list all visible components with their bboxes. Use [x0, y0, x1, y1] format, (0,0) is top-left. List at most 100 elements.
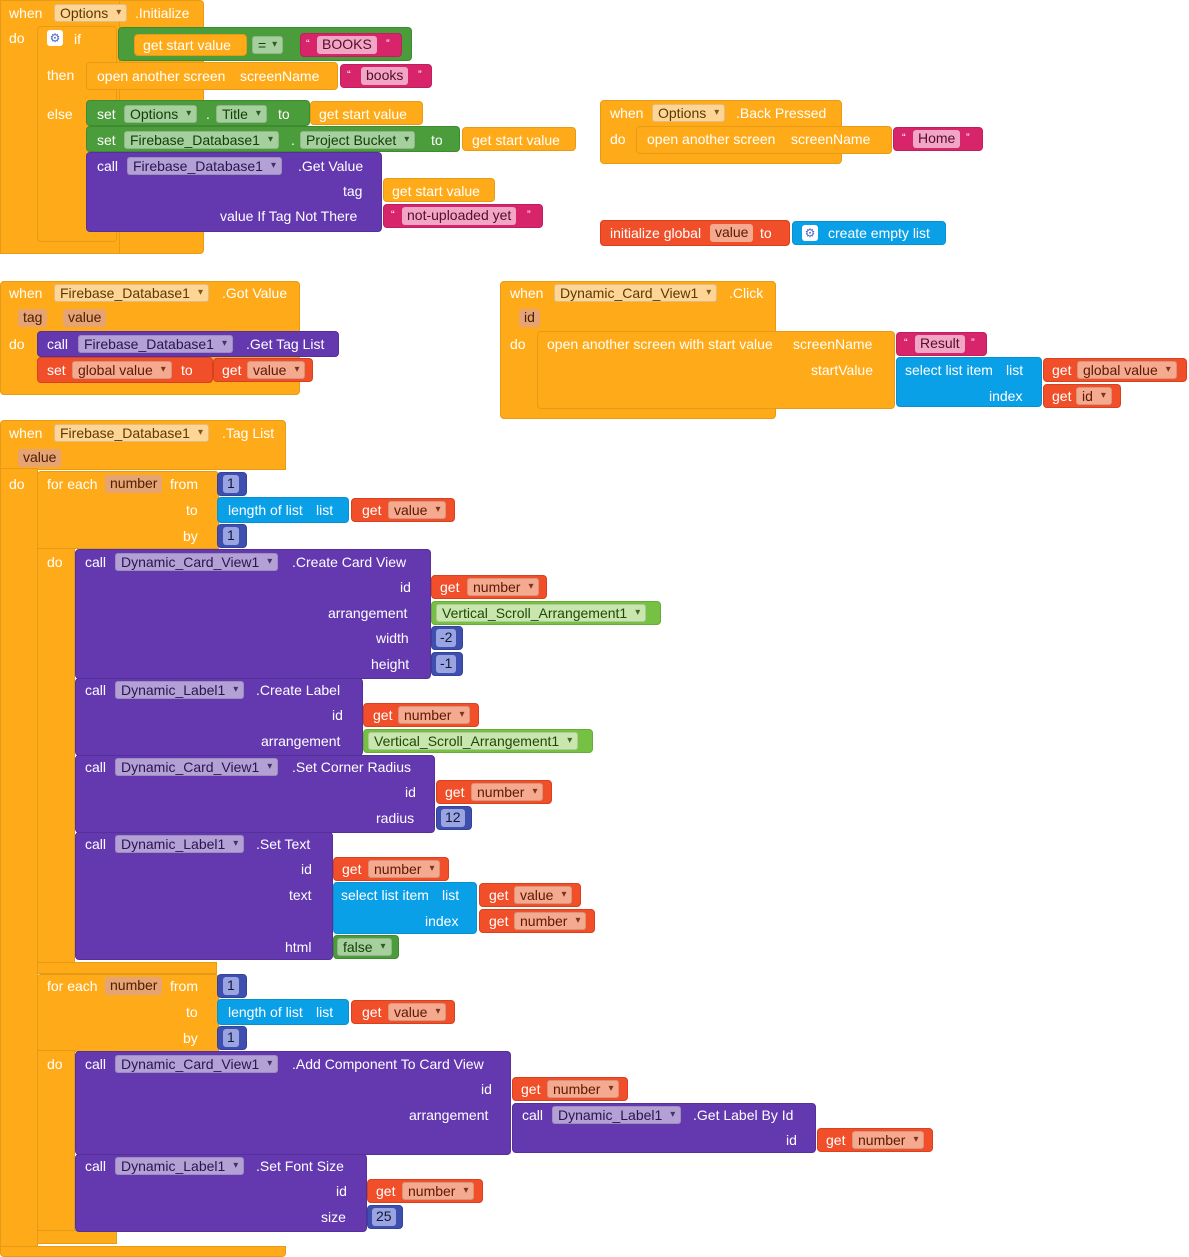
get-keyword: get: [373, 707, 393, 723]
for-each-label: for each: [47, 476, 98, 492]
number-var-dropdown[interactable]: number: [547, 1080, 620, 1098]
books-text[interactable]: books: [361, 67, 409, 85]
number-value[interactable]: 1: [223, 977, 239, 995]
value-var-dropdown[interactable]: value: [388, 1003, 447, 1021]
index-label: index: [425, 913, 459, 929]
tag-param[interactable]: tag: [18, 309, 48, 327]
mutator-gear-icon[interactable]: ⚙: [47, 30, 63, 46]
do-keyword: do: [9, 30, 25, 46]
length-of-list-block[interactable]: [217, 497, 349, 523]
value-var-dropdown[interactable]: value: [388, 501, 447, 519]
get-tag-list-method-label: .Get Tag List: [246, 336, 325, 352]
get-keyword: get: [362, 1004, 382, 1020]
dot: .: [206, 106, 210, 122]
global-value-dropdown[interactable]: global value: [72, 361, 172, 379]
global-value-dropdown[interactable]: global value: [1077, 361, 1177, 379]
value-param[interactable]: value: [18, 449, 62, 467]
set-options-title-block[interactable]: [86, 100, 310, 126]
not-uploaded-text[interactable]: not-uploaded yet: [402, 207, 517, 225]
screenname-label: screenName: [240, 68, 320, 84]
label-component-dropdown[interactable]: Dynamic_Label1: [115, 835, 245, 853]
get-start-value-block[interactable]: [134, 34, 247, 56]
value-var-dropdown[interactable]: value: [514, 886, 573, 904]
label-component-dropdown[interactable]: Dynamic_Label1: [115, 1157, 245, 1175]
select-list-item-block[interactable]: [333, 882, 477, 934]
firebase-dropdown[interactable]: Firebase_Database1: [78, 335, 233, 353]
card-view-dropdown[interactable]: Dynamic_Card_View1: [115, 758, 279, 776]
number-loop-var[interactable]: number: [105, 977, 163, 995]
home-text[interactable]: Home: [913, 130, 961, 148]
project-bucket-dropdown[interactable]: Project Bucket: [300, 131, 416, 149]
number-var-dropdown[interactable]: number: [471, 783, 544, 801]
open-screen-books-block[interactable]: [86, 62, 338, 90]
open-screen-with-start-value-block[interactable]: [537, 331, 895, 409]
call-keyword: call: [85, 836, 107, 852]
label-component-dropdown[interactable]: Dynamic_Label1: [552, 1106, 682, 1124]
number-value[interactable]: 1: [223, 527, 239, 545]
card-view-dropdown[interactable]: Dynamic_Card_View1: [115, 1055, 279, 1073]
tag-list-event-label: .Tag List: [222, 425, 275, 441]
startvalue-label: startValue: [811, 362, 873, 378]
firebase-dropdown[interactable]: Firebase_Database1: [124, 131, 279, 149]
list-label: list: [1006, 362, 1024, 378]
firebase-dropdown[interactable]: Firebase_Database1: [127, 157, 282, 175]
get-start-value-label: get start value: [392, 183, 480, 199]
firebase-component-dropdown[interactable]: Firebase_Database1: [54, 424, 209, 442]
initialize-global-value-block[interactable]: [600, 220, 790, 246]
get-start-value-block[interactable]: [310, 101, 423, 125]
tag-list-footer: [0, 1246, 286, 1257]
number-var-dropdown[interactable]: number: [852, 1131, 925, 1149]
select-list-item-block[interactable]: [896, 357, 1042, 407]
number-var-dropdown[interactable]: number: [368, 860, 441, 878]
number-value[interactable]: 12: [441, 809, 465, 827]
compare-operator-dropdown[interactable]: =: [252, 36, 284, 54]
set-text-method-label: .Set Text: [256, 836, 311, 852]
global-var-name-field[interactable]: value: [710, 224, 754, 242]
result-text[interactable]: Result: [915, 335, 965, 353]
quote-close: ”: [418, 69, 422, 81]
html-param-label: html: [285, 939, 312, 955]
options-component-dropdown[interactable]: Options: [54, 4, 128, 22]
number-var-dropdown[interactable]: number: [467, 578, 540, 596]
label-component-dropdown[interactable]: Dynamic_Label1: [115, 681, 245, 699]
number-value[interactable]: -1: [436, 655, 457, 673]
number-value[interactable]: 1: [223, 475, 239, 493]
card-view-dropdown[interactable]: Dynamic_Card_View1: [115, 553, 279, 571]
title-property-dropdown[interactable]: Title: [216, 105, 267, 123]
mutator-gear-icon[interactable]: ⚙: [802, 225, 818, 241]
card-view-component-dropdown[interactable]: Dynamic_Card_View1: [554, 284, 718, 302]
id-param[interactable]: id: [519, 309, 540, 327]
call-set-text-block[interactable]: [75, 832, 333, 960]
got-value-event-label: .Got Value: [222, 285, 288, 301]
length-of-list-label: length of list: [228, 1004, 303, 1020]
number-var-dropdown[interactable]: number: [398, 706, 471, 724]
firebase-component-dropdown[interactable]: Firebase_Database1: [54, 284, 209, 302]
do-keyword: do: [9, 476, 25, 492]
options-component-dropdown[interactable]: Options: [652, 104, 726, 122]
id-var-dropdown[interactable]: id: [1076, 387, 1112, 405]
books-upper-text[interactable]: BOOKS: [317, 36, 377, 54]
boolean-dropdown[interactable]: false: [337, 938, 392, 956]
arrangement-component-dropdown[interactable]: Vertical_Scroll_Arrangement1: [368, 732, 579, 750]
get-keyword: get: [222, 362, 242, 378]
to-keyword: to: [278, 106, 290, 122]
number-value[interactable]: -2: [436, 629, 457, 647]
arrangement-component-dropdown[interactable]: Vertical_Scroll_Arrangement1: [436, 604, 647, 622]
get-start-value-block[interactable]: [383, 178, 495, 202]
quote-open: “: [902, 132, 906, 144]
options-dropdown[interactable]: Options: [124, 105, 198, 123]
length-of-list-block[interactable]: [217, 999, 349, 1025]
value-var-dropdown[interactable]: value: [247, 361, 306, 379]
number-value[interactable]: 25: [372, 1208, 396, 1226]
value-param[interactable]: value: [63, 309, 107, 327]
id-param-label: id: [786, 1132, 797, 1148]
get-start-value-label: get start value: [143, 37, 231, 53]
create-empty-list-label: create empty list: [828, 225, 930, 241]
open-screen-home-block[interactable]: [636, 126, 892, 154]
number-loop-var[interactable]: number: [105, 475, 163, 493]
number-var-dropdown[interactable]: number: [514, 912, 587, 930]
tag-param-label: tag: [343, 183, 363, 199]
get-start-value-block[interactable]: [462, 127, 576, 151]
number-var-dropdown[interactable]: number: [402, 1182, 475, 1200]
number-value[interactable]: 1: [223, 1029, 239, 1047]
